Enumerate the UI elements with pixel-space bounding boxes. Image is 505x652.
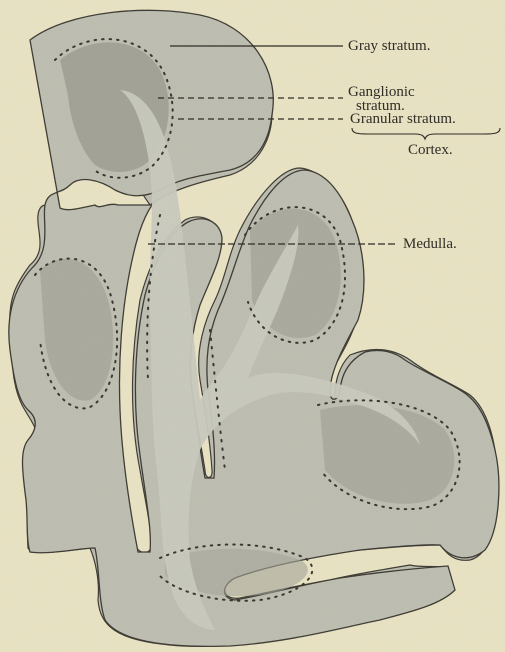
- label-medulla: Medulla.: [403, 236, 457, 252]
- label-granular-stratum: Granular stratum.: [350, 111, 456, 127]
- label-cortex: Cortex.: [408, 142, 453, 158]
- label-gray-stratum: Gray stratum.: [348, 38, 430, 54]
